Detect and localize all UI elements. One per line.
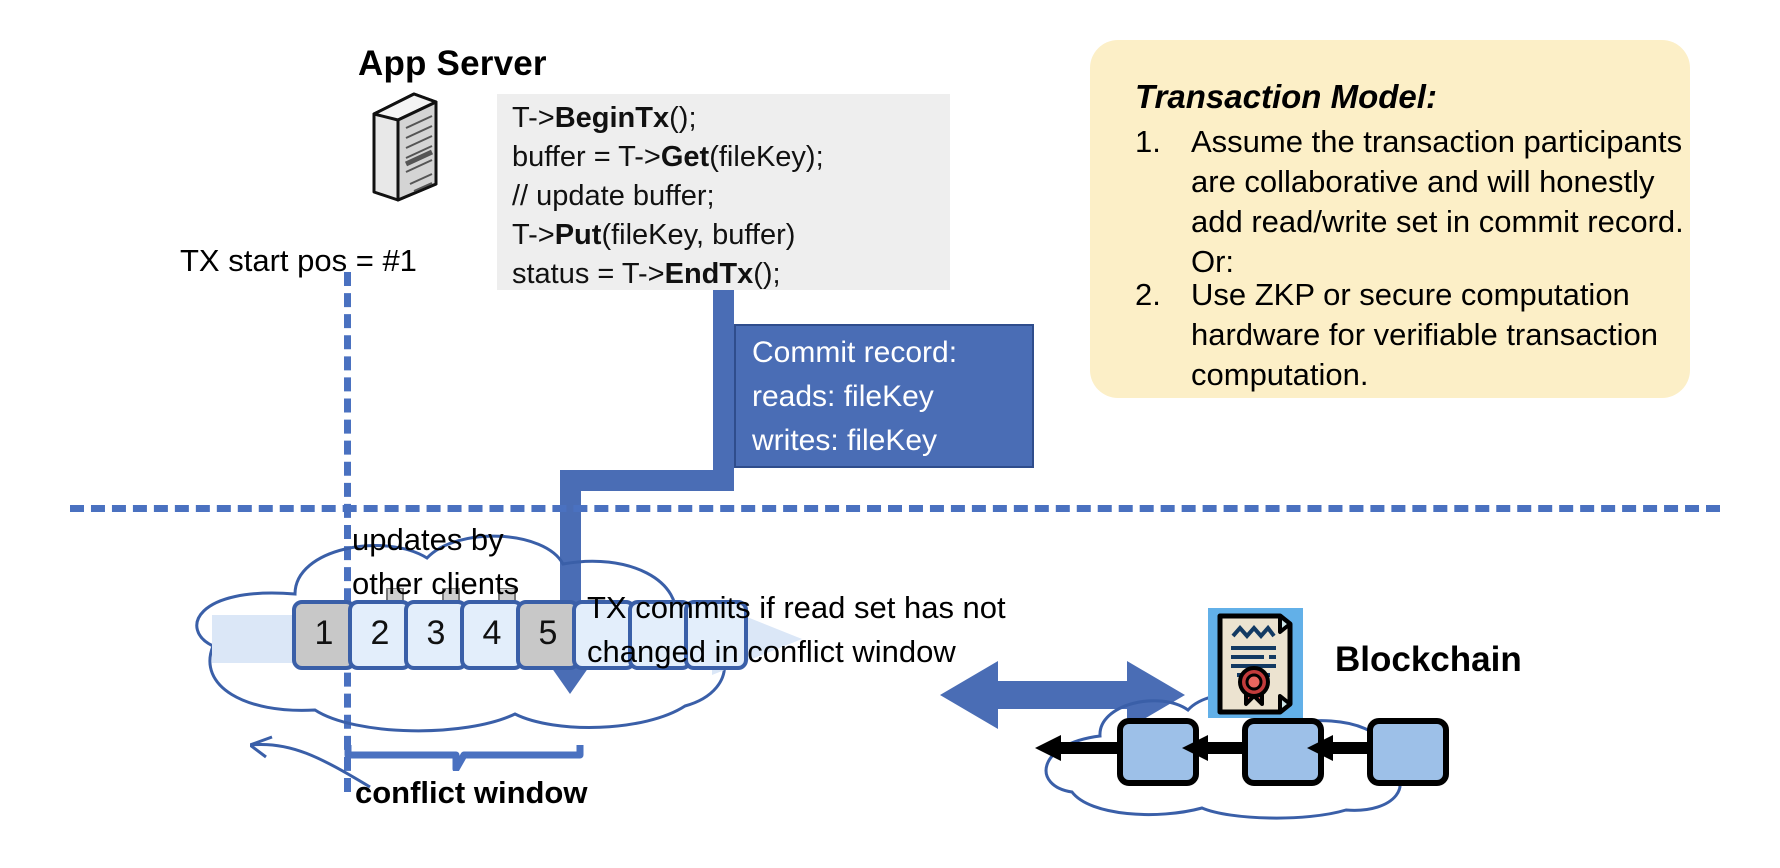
server-tower-icon: [372, 92, 438, 202]
code-line-4: T->Put(fileKey, buffer): [512, 219, 796, 251]
log-block-2[interactable]: 2: [348, 600, 412, 670]
commit-record-writes: writes: fileKey: [752, 424, 938, 457]
commits-label-line-1: TX commits if read set has not: [587, 590, 1006, 625]
layer-divider-dashed-line: [70, 505, 1720, 512]
conflict-window-label: conflict window: [355, 775, 588, 810]
blockchain-block-3[interactable]: [1367, 718, 1449, 786]
commit-record-title: Commit record:: [752, 336, 958, 369]
conflict-window-brace: [344, 745, 584, 771]
log-block-3[interactable]: 3: [404, 600, 468, 670]
code-line-3: // update buffer;: [512, 180, 715, 212]
updates-by-other-clients-label: updates by other clients: [352, 518, 519, 606]
updates-label-line-2: other clients: [352, 566, 520, 601]
commit-connector-horizontal: [560, 470, 734, 491]
app-server-title: App Server: [358, 44, 547, 83]
blockchain-link-arrow-2: [1182, 735, 1246, 761]
transaction-model-item-1-text: Assume the transaction participants are …: [1191, 124, 1684, 279]
transaction-model-item-1-number: 1.: [1135, 124, 1161, 159]
shared-log-cloud: [195, 534, 726, 733]
log-block-4[interactable]: 4: [460, 600, 524, 670]
updates-label-line-1: updates by: [352, 522, 504, 557]
commit-record-box: [734, 324, 1034, 468]
blockchain-link-arrow-3: [1307, 735, 1371, 761]
commit-record-reads: reads: fileKey: [752, 380, 934, 413]
tx-start-pos-label: TX start pos = #1: [180, 243, 417, 278]
code-line-1: T->BeginTx();: [512, 102, 697, 134]
code-snippet-panel: [497, 94, 950, 290]
tx-commits-condition-label: TX commits if read set has not changed i…: [587, 586, 1006, 674]
transaction-model-item-2-text: Use ZKP or secure computation hardware f…: [1191, 277, 1658, 392]
log-block-6[interactable]: [572, 600, 636, 670]
log-blockchain-sync-arrow: [940, 661, 1185, 729]
transaction-model-item-2-number: 2.: [1135, 277, 1161, 312]
transaction-model-item-1: 1. Assume the transaction participants a…: [1135, 122, 1691, 282]
blockchain-cloud: [1044, 692, 1402, 820]
log-block-5[interactable]: 5: [516, 600, 580, 670]
commit-record-text: Commit record: reads: fileKey writes: fi…: [752, 331, 1042, 463]
log-block-1[interactable]: 1: [292, 600, 356, 670]
certificate-icon: [1208, 608, 1303, 718]
transaction-model-box: [1090, 40, 1690, 398]
commit-connector-vertical-top: [713, 290, 734, 486]
blockchain-link-arrow-1: [1035, 735, 1123, 761]
code-line-2: buffer = T->Get(fileKey);: [512, 141, 824, 173]
transaction-model-item-2: 2. Use ZKP or secure computation hardwar…: [1135, 275, 1691, 395]
commits-label-line-2: changed in conflict window: [587, 634, 956, 669]
code-snippet-text: T->BeginTx(); buffer = T->Get(fileKey); …: [512, 99, 952, 294]
transaction-model-title: Transaction Model:: [1135, 78, 1437, 115]
blockchain-label: Blockchain: [1335, 640, 1522, 679]
conflict-window-pointer-curve: [250, 735, 371, 789]
log-block-8[interactable]: [684, 600, 748, 670]
tx-start-dashed-line: [344, 272, 351, 792]
code-line-5: status = T->EndTx();: [512, 258, 781, 290]
